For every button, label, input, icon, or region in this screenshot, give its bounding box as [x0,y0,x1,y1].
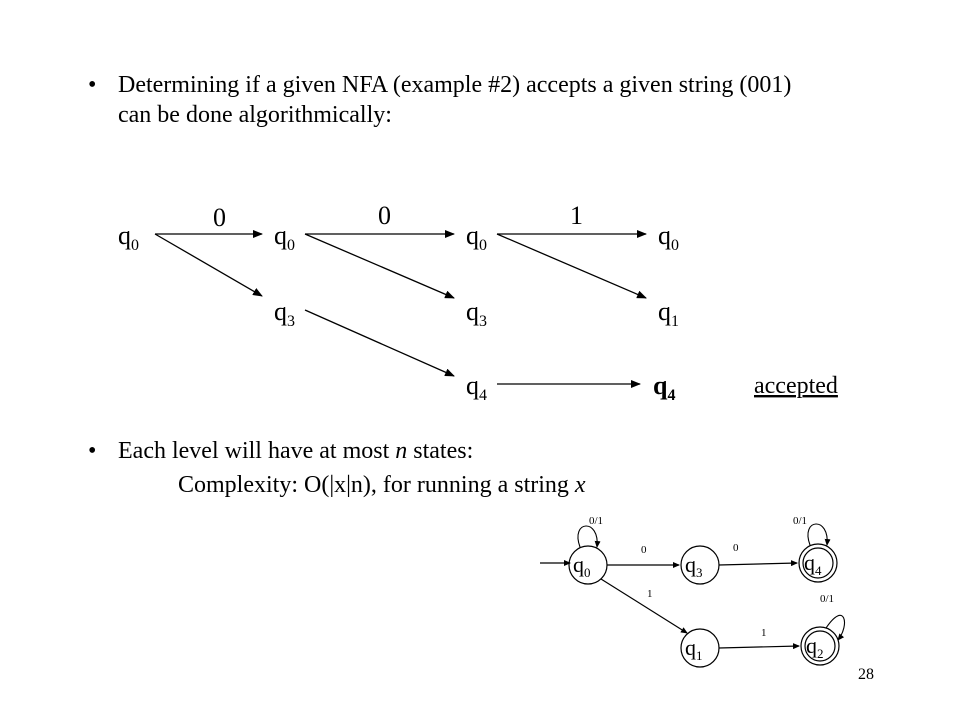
nfa-self-loop-q0 [577,525,601,548]
nfa-transition-q3-q4-label: 0 [733,542,739,554]
bullet-symbol: • [88,72,97,98]
trace-state-c2-q3: q3 [466,297,487,330]
nfa-transition-q3-q4 [718,560,798,567]
bullet-item-determining: • Determining if a given NFA (example #2… [88,70,908,132]
accepted-label: accepted [754,373,838,399]
nfa-state-q4 [798,543,838,583]
slide-number: 28 [858,666,874,683]
nfa-self-loop-q0-label: 0/1 [589,515,603,527]
bullet-text-line-2: can be done algorithmically: [118,102,392,128]
nfa-diagram: q0 0/1 q3 q4 0/1 q1 q2 0/1 0 0 1 1 [540,515,845,668]
bullet-text: Each level will have at most n states: [118,438,474,464]
nfa-self-loop-q2-label: 0/1 [820,593,834,605]
nfa-state-q2-label: q2 [806,633,824,661]
nfa-state-q2-final-ring [804,630,836,662]
trace-state-c0-q0: q0 [118,221,139,254]
trace-input-0: 0 [213,203,226,232]
trace-arrow-c2q0-c3q1 [496,233,647,299]
trace-state-c3-q4-final: q4 [653,371,675,404]
trace-input-2: 1 [570,201,583,230]
trace-arrow-c0q0-c1q3 [154,233,263,297]
nfa-state-q4-label: q4 [804,550,822,578]
trace-state-c1-q3: q3 [274,297,295,330]
nfa-state-q4-final-ring [802,547,834,579]
bullet-symbol: • [88,438,97,464]
nfa-state-q2 [800,626,840,666]
nfa-state-q3-label: q3 [685,552,703,580]
bullet-item-levels: • Each level will have at most n states: [88,436,908,466]
complexity-text: Complexity: O(|x|n), for running a strin… [178,472,586,498]
trace-state-c2-q4: q4 [466,371,487,404]
trace-state-c2-q0: q0 [466,221,487,254]
nfa-state-q0-label: q0 [573,552,591,580]
trace-state-c3-q0: q0 [658,221,679,254]
bullet-text-line-1: Determining if a given NFA (example #2) … [118,72,792,98]
nfa-state-q1-label: q1 [685,635,703,663]
nfa-self-loop-q2 [825,614,845,641]
nfa-transition-q0-q1 [600,578,688,634]
trace-arrow-c1q3-c2q4 [304,309,455,377]
nfa-self-loop-q4-label: 0/1 [793,515,807,527]
trace-state-c3-q1: q1 [658,297,679,330]
nfa-self-loop-q4 [807,523,831,546]
nfa-transition-q0-q1-label: 1 [647,588,653,600]
nfa-transition-q1-q2-label: 1 [761,627,767,639]
trace-input-1: 0 [378,201,391,230]
trace-arrow-c1q0-c2q3 [304,233,455,299]
nfa-transition-q0-q3-label: 0 [641,544,647,556]
nfa-transition-q1-q2 [718,643,800,650]
trace-state-c1-q0: q0 [274,221,295,254]
